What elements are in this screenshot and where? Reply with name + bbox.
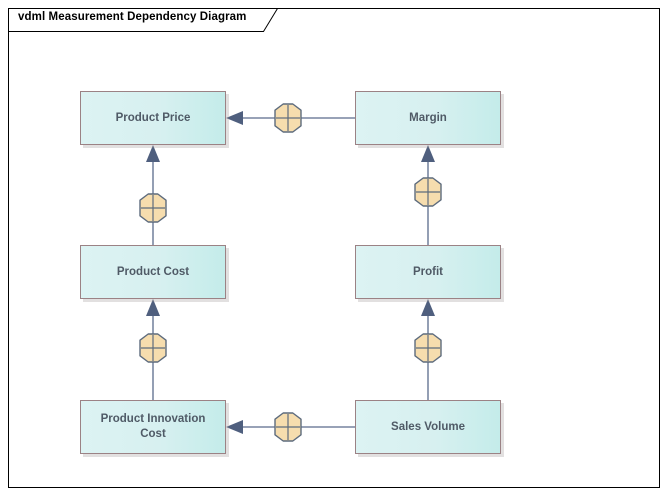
diagram-title: vdml Measurement Dependency Diagram bbox=[18, 11, 247, 23]
node-product-price[interactable]: Product Price bbox=[80, 91, 226, 145]
title-tab-shape bbox=[8, 8, 278, 32]
node-profit[interactable]: Profit bbox=[355, 245, 501, 299]
node-product-innovation-cost[interactable]: Product Innovation Cost bbox=[80, 400, 226, 454]
node-product-cost[interactable]: Product Cost bbox=[80, 245, 226, 299]
node-label: Profit bbox=[412, 265, 444, 278]
node-label: Product Innovation Cost bbox=[100, 413, 206, 440]
node-label: Margin bbox=[409, 111, 447, 124]
node-label: Sales Volume bbox=[391, 420, 465, 433]
node-label: Product Price bbox=[115, 111, 191, 124]
node-margin[interactable]: Margin bbox=[355, 91, 501, 145]
node-label: Product Cost bbox=[116, 265, 190, 278]
node-sales-volume[interactable]: Sales Volume bbox=[355, 400, 501, 454]
